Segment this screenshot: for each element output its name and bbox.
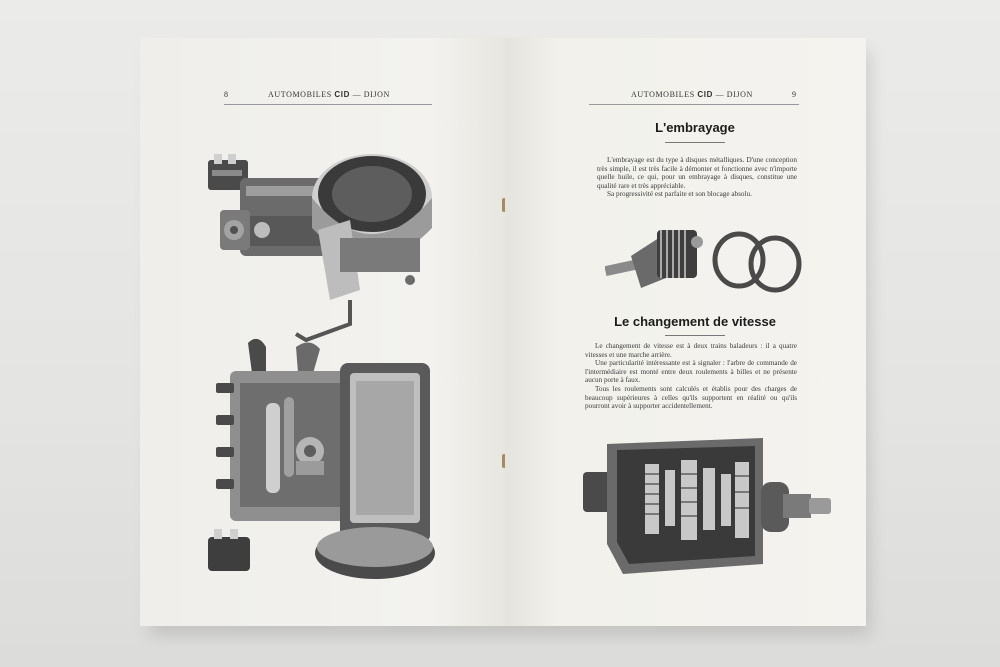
staple-bottom <box>502 454 506 468</box>
section-rule-vitesse <box>665 335 725 336</box>
right-header-rule <box>589 104 799 105</box>
right-running-head: AUTOMOBILES CID — DIJON <box>631 90 753 99</box>
right-running-head-brand: CID <box>697 90 713 99</box>
clutch-illustration <box>605 230 802 293</box>
left-page-number: 8 <box>224 90 228 99</box>
left-running-head: AUTOMOBILES CID — DIJON <box>268 90 390 99</box>
engine-front-illustration <box>208 338 435 579</box>
section-text-embrayage: L'embrayage est du type à disques métall… <box>597 156 797 199</box>
left-running-head-post: — DIJON <box>352 90 390 99</box>
staple-top <box>502 198 506 212</box>
paragraph: Sa progressivité est parfaite et son blo… <box>607 190 752 199</box>
right-page-number: 9 <box>792 90 796 99</box>
left-page: 8 AUTOMOBILES CID — DIJON <box>140 38 506 626</box>
engine-side-illustration <box>208 154 432 343</box>
left-running-head-pre: AUTOMOBILES <box>268 90 332 99</box>
right-running-head-post: — DIJON <box>715 90 753 99</box>
section-text-vitesse: Le changement de vitesse est à deux trai… <box>585 342 797 411</box>
section-title-embrayage: L'embrayage <box>655 120 735 135</box>
booklet-spread: 8 AUTOMOBILES CID — DIJON <box>140 38 866 626</box>
left-header-rule <box>224 104 432 105</box>
paragraph: Le changement de vitesse est à deux trai… <box>585 342 797 359</box>
paragraph: Tous les roulements sont calculés et éta… <box>585 384 797 411</box>
left-running-head-brand: CID <box>334 90 350 99</box>
gearbox-illustration <box>583 438 831 574</box>
section-title-vitesse: Le changement de vitesse <box>614 314 776 329</box>
right-page: AUTOMOBILES CID — DIJON 9 L'embrayage L'… <box>505 38 866 626</box>
paragraph: L'embrayage est du type à disques métall… <box>597 156 797 190</box>
right-running-head-pre: AUTOMOBILES <box>631 90 695 99</box>
section-rule-embrayage <box>665 142 725 143</box>
paragraph: Une particularité intéressante est à sig… <box>585 359 797 385</box>
